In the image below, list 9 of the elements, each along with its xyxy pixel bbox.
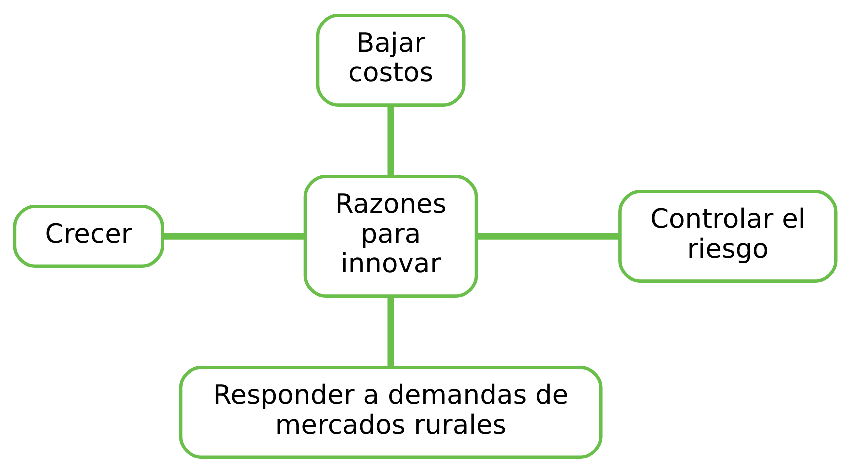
node-box: Controlar el riesgo — [618, 190, 838, 283]
connector — [388, 106, 394, 176]
connector — [476, 233, 620, 240]
connector — [388, 296, 394, 368]
node-box: Crecer — [13, 204, 164, 268]
connector — [163, 233, 306, 240]
node-box: Bajar costos — [316, 14, 466, 107]
node-box: Razones para innovar — [304, 175, 478, 298]
node-box: Responder a demandas de mercados rurales — [179, 366, 603, 460]
